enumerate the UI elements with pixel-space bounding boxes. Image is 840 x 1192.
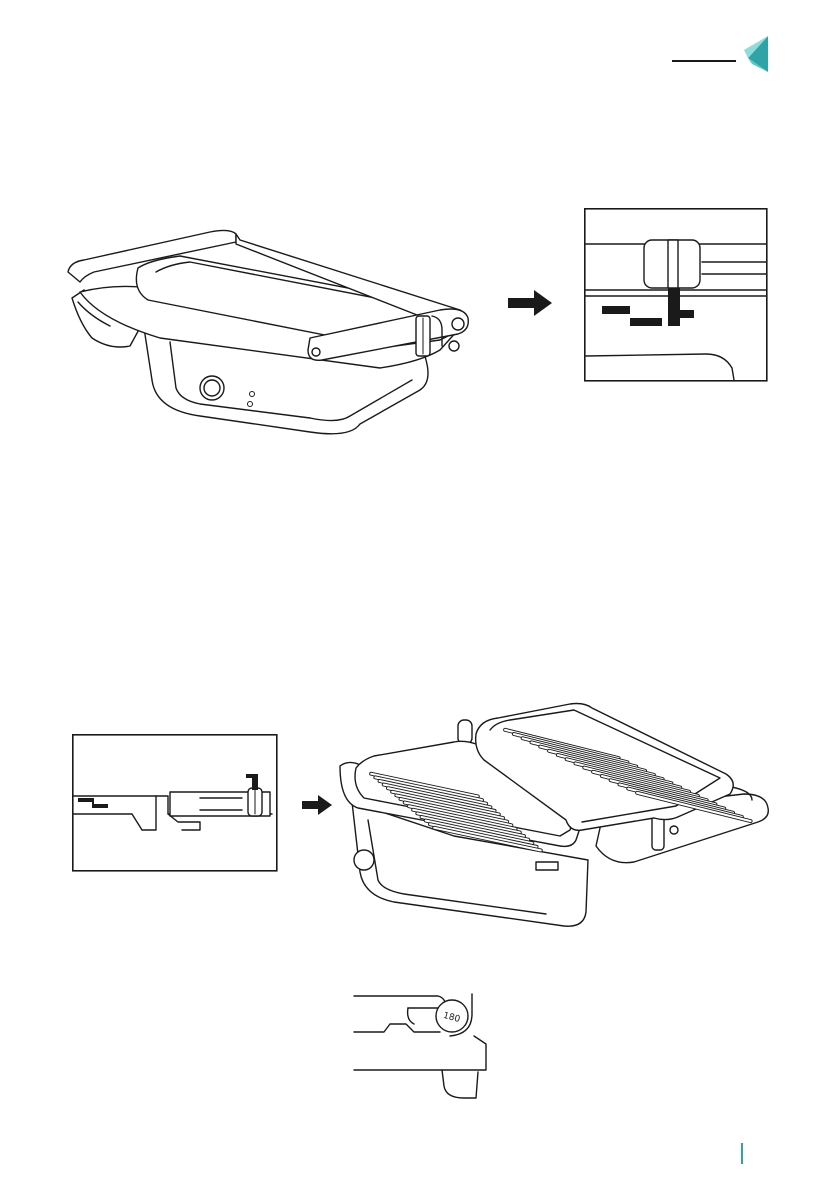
header-rule [672,60,736,62]
lock-slider-closed-detail [584,208,768,382]
right-arrow-icon [508,290,552,316]
page-footer-marker [741,1143,743,1164]
lock-slider-open-detail [72,734,278,872]
triangle-tab-icon [742,34,770,74]
closed-contact-grill-illustration [60,220,480,450]
open-contact-grill-illustration [334,690,774,930]
hinge-180-detail: 180 [354,990,494,1102]
right-arrow-icon [302,795,332,815]
